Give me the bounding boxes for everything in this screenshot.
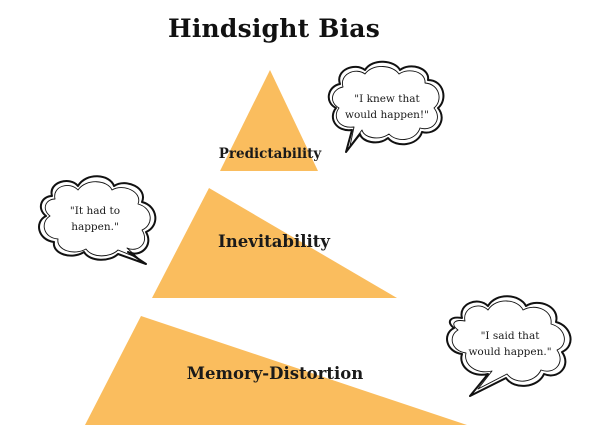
bubble-text-top-right: "I knew that would happen!" [338, 91, 436, 123]
bubble-text-middle-left-line1: "It had to [69, 205, 121, 217]
diagram-title: Hindsight Bias [168, 14, 380, 43]
speech-bubble-middle-left [38, 175, 157, 265]
tier-label-inevitability: Inevitability [218, 232, 330, 251]
bubble-text-bottom-right-line1: "I said that [480, 330, 540, 342]
tier-top-shape [220, 70, 318, 171]
speech-bubble-top-right [327, 60, 445, 153]
tier-bottom-shape [85, 316, 467, 425]
bubble-text-top-right-line1: "I knew that [354, 93, 420, 105]
tier-label-predictability: Predictability [218, 146, 322, 162]
speech-bubble-bottom-right [446, 295, 572, 397]
tier-label-memory-distortion: Memory-Distortion [186, 364, 364, 383]
tier-middle-shape [152, 188, 397, 298]
bubble-text-top-right-line2: would happen!" [345, 109, 429, 121]
bubble-text-bottom-right-line2: would happen." [468, 346, 552, 358]
bubble-text-middle-left: "It had to happen." [50, 203, 140, 235]
bubble-text-middle-left-line2: happen." [71, 221, 119, 233]
bubble-text-bottom-right: "I said that would happen." [460, 328, 560, 360]
